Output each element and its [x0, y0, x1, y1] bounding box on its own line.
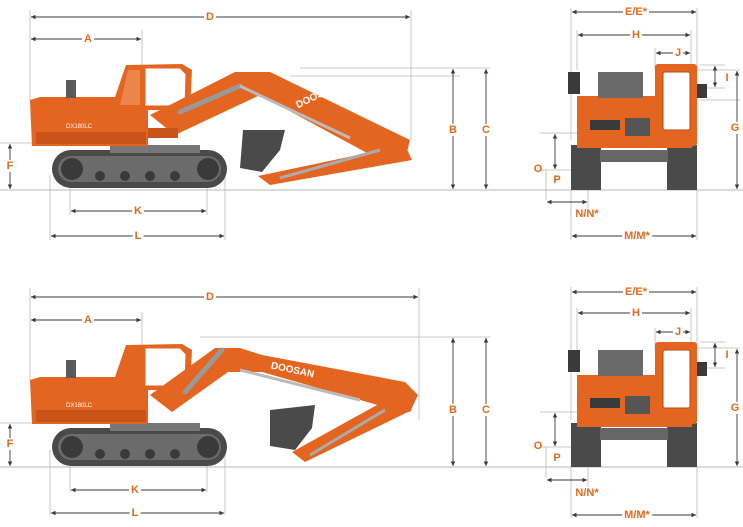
dim-label-e: E/E*	[622, 6, 650, 18]
dim-label-k: K	[132, 205, 144, 217]
dim-label-j: J	[672, 326, 684, 338]
dim-label-p: P	[551, 174, 563, 186]
dim-label-f: F	[4, 160, 16, 172]
front-view-excavator-top	[568, 64, 707, 190]
front-view-excavator-bottom	[568, 342, 707, 467]
side-model-text-bottom: DX180LC	[66, 403, 93, 409]
top-diagram: DX180LC DOOSAN	[0, 8, 743, 240]
dim-label-n: N/N*	[573, 487, 601, 499]
dim-label-k: K	[129, 484, 141, 496]
dim-label-g: G	[728, 122, 742, 134]
dim-label-j: J	[672, 47, 684, 59]
side-view-excavator-bottom: DX180LC DOOSAN	[30, 344, 418, 466]
dim-label-c: C	[480, 404, 492, 416]
dim-label-d: D	[204, 11, 216, 23]
dim-label-n: N/N*	[573, 208, 601, 220]
dim-label-m: M/M*	[622, 230, 652, 242]
dim-label-b: B	[447, 404, 459, 416]
dim-label-m: M/M*	[622, 509, 652, 521]
extension-lines	[0, 8, 740, 240]
dim-label-o: O	[533, 163, 543, 175]
dim-label-o: O	[533, 440, 543, 452]
dim-label-d: D	[204, 291, 216, 303]
dim-label-a: A	[82, 33, 94, 45]
dim-label-p: P	[551, 452, 563, 464]
extension-lines	[0, 287, 740, 518]
dim-label-b: B	[447, 124, 459, 136]
dim-label-f: F	[4, 438, 16, 450]
dim-label-e: E/E*	[622, 286, 650, 298]
dim-label-i: I	[725, 72, 729, 84]
dim-label-i: I	[725, 349, 729, 361]
bottom-diagram: DX180LC DOOSAN	[0, 287, 743, 518]
dim-label-a: A	[82, 314, 94, 326]
side-view-excavator-top: DX180LC DOOSAN	[30, 64, 412, 188]
dim-label-c: C	[480, 124, 492, 136]
dim-label-h: H	[630, 307, 642, 319]
side-model-text-top: DX180LC	[66, 124, 93, 130]
dim-label-g: G	[728, 402, 742, 414]
dim-label-l: L	[132, 230, 144, 242]
dim-label-l: L	[129, 507, 141, 519]
dim-label-h: H	[630, 29, 642, 41]
